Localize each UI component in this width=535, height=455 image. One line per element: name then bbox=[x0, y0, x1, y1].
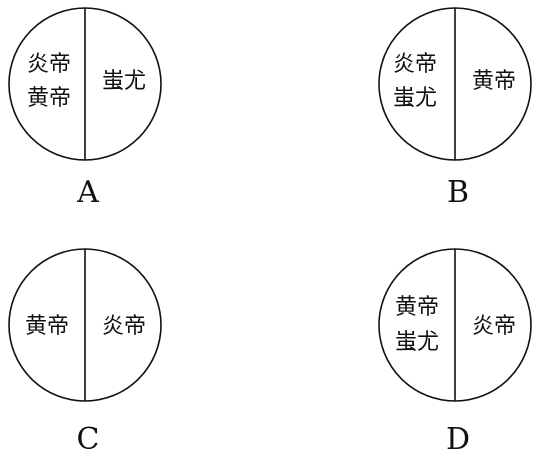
option-a-left-line-1: 炎帝 bbox=[27, 52, 71, 77]
option-d-letter: D bbox=[446, 422, 470, 455]
option-b-right-line-1: 黄帝 bbox=[472, 69, 516, 94]
option-a: 炎帝 黄帝 蚩尤 A bbox=[8, 7, 162, 210]
option-a-right-line-1: 蚩尤 bbox=[102, 69, 146, 94]
option-a-left-line-2: 黄帝 bbox=[27, 86, 71, 111]
option-d-left-line-2: 蚩尤 bbox=[395, 330, 439, 355]
option-d: 黄帝 蚩尤 炎帝 D bbox=[378, 248, 532, 455]
option-a-letter: A bbox=[76, 175, 99, 210]
option-b-letter: B bbox=[447, 175, 469, 210]
option-d-right-line-1: 炎帝 bbox=[472, 314, 516, 339]
option-b-left-line-2: 蚩尤 bbox=[393, 86, 437, 111]
option-b-left-line-1: 炎帝 bbox=[393, 52, 437, 77]
option-c-right-line-1: 炎帝 bbox=[102, 314, 146, 339]
option-c-left-line-1: 黄帝 bbox=[25, 314, 69, 339]
option-d-left-line-1: 黄帝 bbox=[395, 295, 439, 320]
option-c-letter: C bbox=[77, 422, 100, 455]
option-b: 炎帝 蚩尤 黄帝 B bbox=[378, 7, 532, 210]
option-c: 黄帝 炎帝 C bbox=[8, 248, 162, 455]
